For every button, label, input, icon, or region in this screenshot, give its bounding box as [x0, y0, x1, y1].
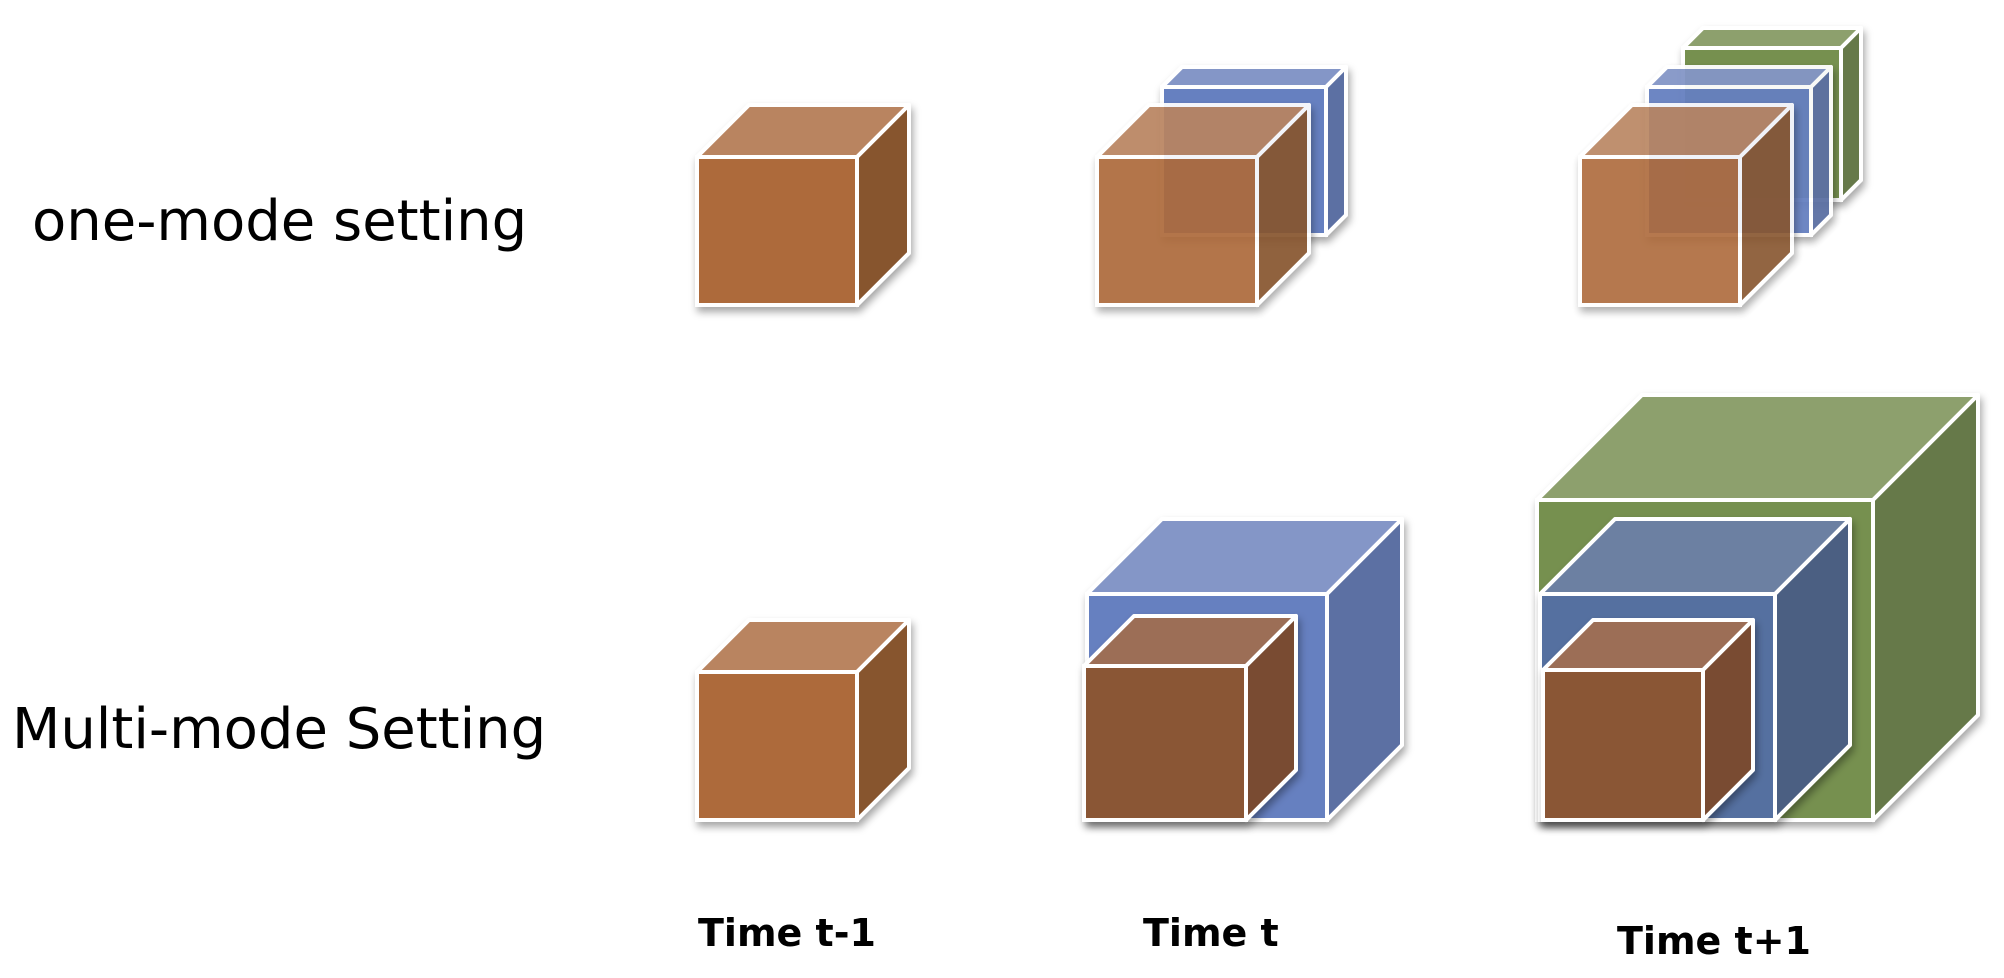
- one-mode-t-plus-1-blue-cube-top-face: [1645, 65, 1833, 89]
- one-mode-t-brown-cube: [1095, 103, 1311, 307]
- one-mode-setting-label: one-mode setting: [32, 189, 527, 254]
- multi-mode-setting-label: Multi-mode Setting: [12, 697, 546, 762]
- one-mode-t-blue-cube-top-face: [1160, 65, 1348, 89]
- multi-mode-t-plus-1-brown-cube: [1541, 618, 1755, 822]
- one-mode-t-plus-1-brown-cube-front-face: [1578, 155, 1742, 307]
- multi-mode-t-brown-cube-front-face: [1082, 664, 1248, 822]
- multi-mode-t-minus-1-brown-cube: [695, 618, 911, 822]
- multi-mode-t-plus-1-brown-cube-front-face: [1541, 668, 1705, 822]
- one-mode-t-plus-1-blue-cube-side-face: [1809, 65, 1833, 237]
- cubes-layer: [695, 26, 1980, 822]
- one-mode-t-brown-cube-front-face: [1095, 155, 1259, 307]
- multi-mode-t-brown-cube: [1082, 614, 1298, 822]
- one-mode-t-plus-1-green-cube-side-face: [1839, 26, 1863, 202]
- one-mode-t-plus-1-brown-cube: [1578, 103, 1794, 307]
- one-mode-t-plus-1-green-cube-top-face: [1681, 26, 1863, 50]
- time-label-t-plus-1: Time t+1: [1617, 919, 1811, 963]
- one-mode-t-minus-1-brown-cube: [695, 103, 911, 307]
- multi-mode-t-minus-1-brown-cube-front-face: [695, 670, 859, 822]
- time-label-t-minus-1: Time t-1: [698, 911, 876, 955]
- one-mode-t-blue-cube-side-face: [1324, 65, 1348, 237]
- time-label-t: Time t: [1143, 911, 1279, 955]
- one-mode-t-minus-1-brown-cube-front-face: [695, 155, 859, 307]
